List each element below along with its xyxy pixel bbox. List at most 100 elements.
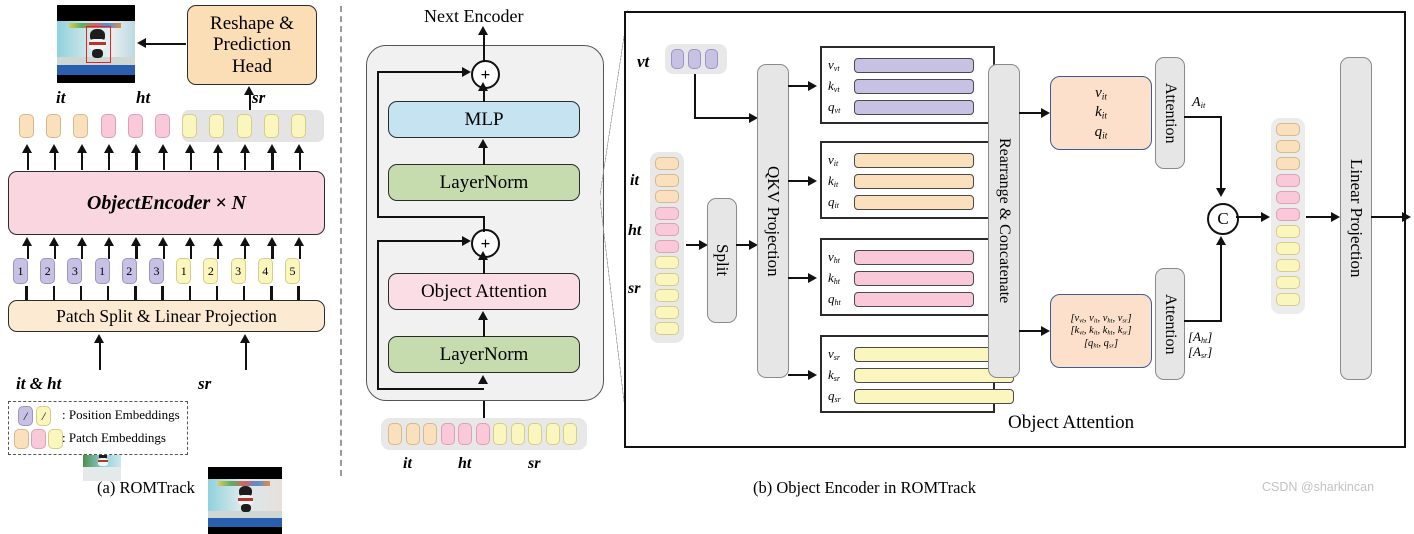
input-label-it-ht: it & ht — [16, 374, 62, 393]
patch-to-encoder-arrow-5-arrow — [158, 237, 169, 246]
encoder-output-arrow-4-arrow — [131, 144, 141, 153]
residual-skip-lower-arrow — [462, 236, 471, 246]
object-attention-panel-title: Object Attention — [1008, 412, 1135, 433]
a-it-wire-arrow — [1216, 188, 1226, 197]
encoder-output-arrow-1-line — [53, 151, 57, 170]
attention-output-token-8 — [1276, 259, 1300, 272]
panel-divider — [340, 6, 342, 476]
it-ht-image-arrow — [94, 334, 104, 343]
ln-bottom-to-oa-arrow — [478, 311, 488, 320]
sr-image-line — [245, 342, 248, 370]
a-htsr-wire-arrow — [1216, 236, 1226, 245]
patch-to-encoder-arrow-1-line — [53, 244, 57, 259]
layernorm-top-label: LayerNorm — [439, 171, 529, 193]
encoder-output-arrow-6-line — [189, 151, 193, 170]
encoder-out-arrow — [478, 26, 488, 35]
seq-token-5 — [655, 239, 679, 253]
encoder-input-token-1 — [405, 423, 420, 445]
output-token-it-1 — [46, 114, 62, 138]
encoder-output-arrow-8-arrow — [239, 144, 250, 153]
seq-to-split-line — [686, 244, 704, 247]
encoder-output-arrow-5-line — [162, 151, 165, 170]
mlp-to-add-arrow — [478, 82, 488, 91]
qkv-projection-label: QKV Projection — [764, 165, 783, 277]
encoder-output-arrow-0-line — [26, 151, 29, 170]
patch-to-encoder-arrow-2-line — [80, 244, 84, 259]
mlp-to-add-line — [483, 86, 486, 102]
token-label-sr: sr — [252, 88, 266, 107]
projection-line-1 — [52, 286, 55, 308]
mlp-label: MLP — [464, 108, 504, 130]
qkv-it-box: vit kit qit — [1050, 76, 1152, 150]
encoder-output-arrow-5-arrow — [158, 144, 169, 153]
position-embedding-1: 2 — [40, 258, 56, 284]
qkv-concat-q: [qht, qsr] — [1083, 337, 1119, 350]
concat-to-tokens-line — [1236, 216, 1266, 219]
encoder-input-arrow — [478, 375, 488, 384]
position-embedding-2: 3 — [67, 258, 83, 284]
output-token-sr-6 — [182, 114, 198, 138]
seq-token-4 — [655, 223, 679, 236]
attention-top-label: Attention — [1162, 82, 1179, 144]
encoder-output-arrow-4-line — [135, 151, 138, 170]
layernorm-bottom-block: LayerNorm — [388, 336, 580, 373]
output-token-sr-10 — [291, 114, 306, 138]
rearrange-concatenate-label: Rearrange & Concatenate — [996, 138, 1013, 304]
residual-skip-upper-arrow — [462, 67, 471, 77]
seq-token-column — [655, 157, 679, 338]
search-region-thumbnail — [208, 467, 282, 534]
encoder-output-arrow-9-arrow — [267, 144, 277, 153]
residual-skip-upper-bottom — [377, 216, 484, 219]
a-it-wire-horiz — [1184, 116, 1222, 119]
output-token-sr-8 — [236, 114, 252, 138]
vt-wire-vert — [694, 74, 697, 118]
seq-token-10 — [655, 322, 679, 335]
attention-block-top: Attention — [1155, 57, 1185, 169]
seq-token-1 — [655, 173, 679, 187]
seq-label-sr: sr — [628, 280, 641, 297]
layernorm-top-block: LayerNorm — [388, 164, 580, 201]
legend-position-swatch-0: / — [18, 406, 33, 426]
patch-to-encoder-arrow-9-arrow — [267, 237, 277, 246]
position-embedding-6: 1 — [176, 258, 192, 284]
vt-label: vt — [637, 52, 650, 71]
encoder-output-arrow-6-arrow — [185, 144, 196, 153]
attention-bottom-label: Attention — [1162, 293, 1179, 355]
residual-skip-upper-vert — [377, 72, 380, 217]
patch-to-encoder-arrow-1-arrow — [49, 237, 60, 246]
projection-line-10 — [297, 286, 300, 308]
legend-patch-swatch-1 — [31, 429, 46, 449]
patch-to-encoder-arrow-4-line — [135, 244, 138, 259]
oa-to-add-arrow — [478, 251, 488, 260]
add-bottom-to-ln-line — [483, 216, 486, 232]
patch-to-encoder-arrow-8-line — [244, 244, 247, 259]
split-to-qkv-line — [736, 244, 752, 247]
split-label: Split — [713, 244, 732, 277]
patch-to-encoder-arrow-4-arrow — [131, 237, 141, 246]
legend-patch-swatch-0 — [14, 429, 29, 449]
caption-panel-b: (b) Object Encoder in ROMTrack — [753, 478, 977, 497]
encoder-output-arrow-1-arrow — [49, 144, 60, 153]
attention-output-token-5 — [1276, 208, 1300, 221]
reshape-prediction-head-block: Reshape & Prediction Head — [187, 5, 317, 85]
seq-token-6 — [655, 256, 679, 269]
output-token-sr-9 — [263, 114, 279, 138]
output-token-sr-7 — [209, 114, 225, 138]
patch-to-encoder-arrow-2-arrow — [76, 237, 87, 246]
position-embedding-3: 1 — [94, 258, 110, 284]
patch-to-encoder-arrows — [19, 237, 319, 259]
legend-position-swatches: // — [18, 406, 58, 426]
seq-label-it: it — [630, 172, 639, 189]
position-embedding-4: 2 — [121, 258, 137, 284]
encoder-input-token-4 — [458, 423, 472, 445]
it-ht-image-line — [99, 342, 102, 370]
attention-output-label-it: Ait — [1192, 95, 1206, 111]
patch-to-encoder-arrow-8-arrow — [239, 237, 250, 246]
ln-top-to-mlp-line — [483, 147, 486, 165]
encoder-output-arrow-8-line — [244, 151, 247, 170]
a-htsr-wire-horiz — [1184, 320, 1222, 323]
ln-top-to-mlp-arrow — [478, 139, 488, 148]
output-token-ht-4 — [127, 114, 143, 138]
position-embedding-7: 2 — [203, 258, 219, 284]
patch-to-encoder-arrow-0-line — [26, 244, 29, 259]
